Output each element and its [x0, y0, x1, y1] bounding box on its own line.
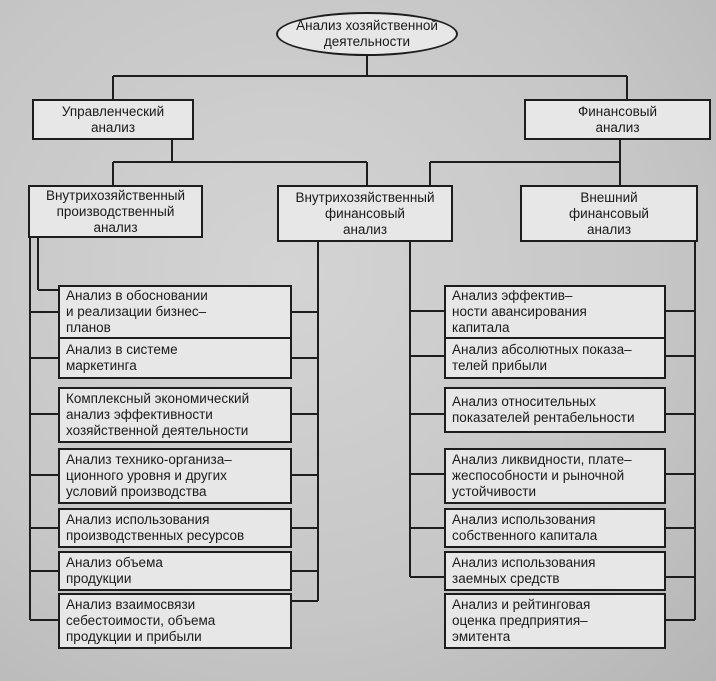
internal-production-analysis-node: Внутрихозяйственный производственный ана…	[28, 185, 203, 238]
right-item-issuer-rating: Анализ и рейтинговая оценка предприятия–…	[444, 593, 666, 649]
root-label: Анализ хозяйственной деятельности	[296, 18, 438, 49]
left-item-marketing: Анализ в системе маркетинга	[58, 337, 292, 379]
financial-analysis-label: Финансовый анализ	[577, 103, 658, 135]
left-item-technical-organizational: Анализ технико-организа– ционного уровня…	[58, 448, 292, 504]
left-item-production-resources: Анализ использования производственных ре…	[58, 508, 292, 548]
right-item-absolute-profit: Анализ абсолютных показа– телей прибыли	[444, 337, 666, 379]
internal-production-analysis-label: Внутрихозяйственный производственный ана…	[45, 187, 186, 235]
right-item-relative-profitability: Анализ относительных показателей рентабе…	[444, 387, 666, 433]
right-item-capital-advance: Анализ эффектив– ности авансирования кап…	[444, 285, 666, 339]
right-item-own-capital: Анализ использования собственного капита…	[444, 508, 666, 548]
left-item-business-plans: Анализ в обосновании и реализации бизнес…	[58, 285, 292, 339]
left-item-complex-economic: Комплексный экономический анализ эффекти…	[58, 387, 292, 443]
management-analysis-node: Управленческий анализ	[32, 99, 194, 140]
management-analysis-label: Управленческий анализ	[61, 103, 165, 135]
external-financial-analysis-label: Внешний финансовый анализ	[569, 189, 649, 237]
external-financial-analysis-node: Внешний финансовый анализ	[520, 185, 698, 242]
right-item-borrowed-funds: Анализ использования заемных средств	[444, 551, 666, 591]
root-node: Анализ хозяйственной деятельности	[276, 12, 458, 56]
internal-financial-analysis-label: Внутрихозяйственный финансовый анализ	[295, 189, 435, 237]
right-item-liquidity-solvency: Анализ ликвидности, плате– жеспособности…	[444, 448, 666, 504]
left-item-cost-volume-profit: Анализ взаимосвязи себестоимости, объема…	[58, 593, 292, 649]
financial-analysis-node: Финансовый анализ	[524, 99, 711, 140]
internal-financial-analysis-node: Внутрихозяйственный финансовый анализ	[277, 185, 453, 242]
left-item-output-volume: Анализ объема продукции	[58, 551, 292, 591]
